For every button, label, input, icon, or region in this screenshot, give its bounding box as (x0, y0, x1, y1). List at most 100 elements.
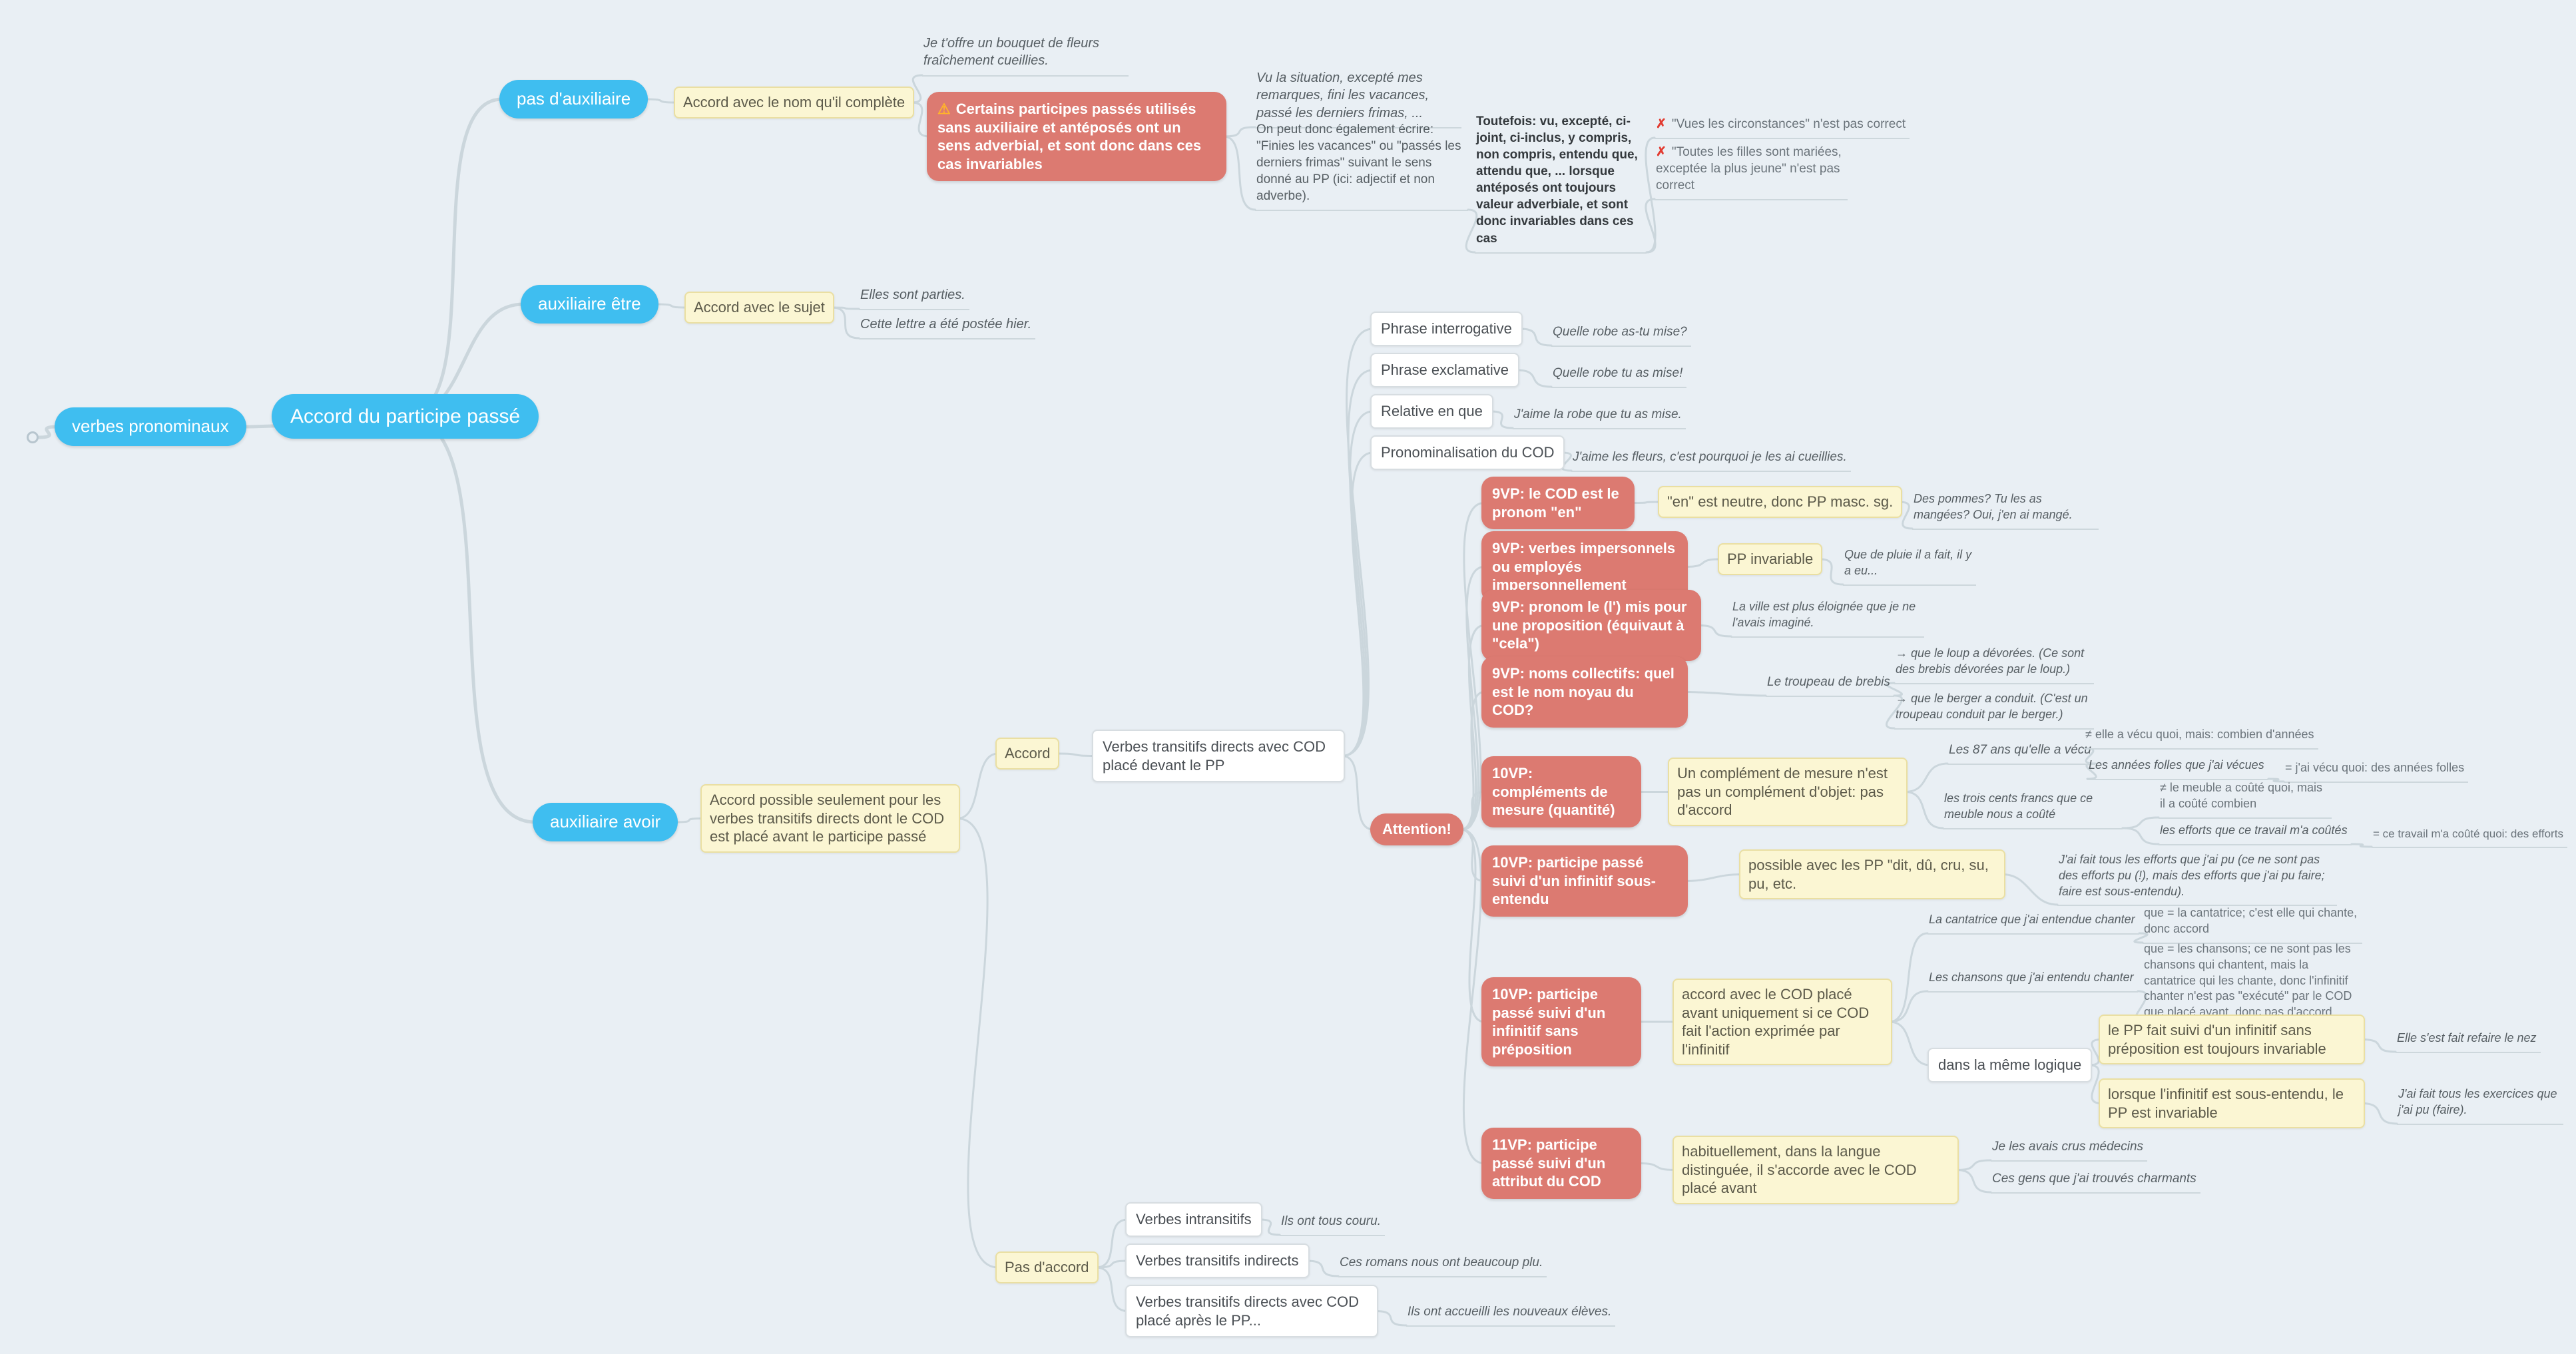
node-pp-fait-invariable[interactable]: le PP fait suivi d'un infinitif sans pré… (2099, 1015, 2365, 1064)
node-label: possible avec les PP "dit, dû, cru, su, … (1748, 857, 1989, 892)
node-attention[interactable]: Attention! (1370, 813, 1463, 845)
node-accord-avec-le-nom[interactable]: Accord avec le nom qu'il complète (674, 87, 915, 118)
node-accord-avec-le-sujet[interactable]: Accord avec le sujet (684, 292, 834, 324)
node-label: = ce travail m'a coûté quoi: des efforts (2373, 827, 2563, 840)
node-label: Vu la situation, excepté mes remarques, … (1256, 71, 1429, 120)
node-ex-ces-gens[interactable]: Ces gens que j'ai trouvés charmants (1991, 1169, 2200, 1194)
node-ex-elle-s-est-fait-refaire[interactable]: Elle s'est fait refaire le nez (2396, 1029, 2541, 1053)
node-10vp-complements-de-mesure[interactable]: 10VP: compléments de mesure (quantité) (1481, 756, 1641, 827)
node-ex-j-aime-la-robe[interactable]: J'aime la robe que tu as mise. (1513, 405, 1686, 430)
branch-connector (644, 98, 678, 104)
node-ex-ces-romans[interactable]: Ces romans nous ont beaucoup plu. (1338, 1253, 1547, 1278)
node-pas-d-accord-label[interactable]: Pas d'accord (995, 1251, 1099, 1283)
node-ex-les-trois-cents-francs[interactable]: les trois cents francs que ce meuble nou… (1943, 790, 2123, 829)
node-accord-cod-action-infinitif[interactable]: accord avec le COD placé avant uniquemen… (1673, 979, 1892, 1065)
node-accord-possible-seulement[interactable]: Accord possible seulement pour les verbe… (700, 784, 960, 853)
node-label: 9VP: verbes impersonnels ou employés imp… (1492, 540, 1676, 593)
branch-connector (1515, 369, 1553, 388)
branch-connector (1341, 755, 1374, 831)
node-ex-je-t-offre[interactable]: Je t'offre un bouquet de fleurs fraîchem… (922, 33, 1129, 77)
node-ex-la-ville[interactable]: La ville est plus éloignée que je ne l'a… (1731, 598, 1924, 638)
node-ex-les-efforts-coutes[interactable]: les efforts que ce travail m'a coûtés (2159, 821, 2352, 845)
node-label: Un complément de mesure n'est pas un com… (1677, 765, 1888, 818)
node-incorrect-vues-les-circonstances[interactable]: ✗"Vues les circonstances" n'est pas corr… (1655, 114, 1910, 140)
node-certains-participes-passes[interactable]: ⚠Certains participes passés utilisés san… (927, 92, 1226, 181)
branch-connector (1306, 1259, 1340, 1277)
node-complement-mesure-pas-accord[interactable]: Un complément de mesure n'est pas un com… (1668, 758, 1908, 826)
node-note-le-meuble-a-coute-combien[interactable]: ≠ le meuble a coûté quoi, mais il a coût… (2159, 779, 2332, 819)
node-verbes-transitifs-directs-cod-apres[interactable]: Verbes transitifs directs avec COD placé… (1125, 1285, 1378, 1337)
branch-connector (1095, 1218, 1129, 1269)
node-label: Ils ont accueilli les nouveaux élèves. (1408, 1305, 1612, 1319)
node-incorrect-toutes-les-filles[interactable]: ✗"Toutes les filles sont mariées, except… (1655, 142, 1848, 201)
branch-connector (2121, 827, 2160, 845)
branch-connector (1519, 328, 1553, 347)
node-verbes-intransitifs[interactable]: Verbes intransitifs (1125, 1202, 1262, 1237)
node-ex-les-chansons[interactable]: Les chansons que j'ai entendu chanter (1928, 969, 2138, 993)
node-label: verbes pronominaux (72, 416, 229, 436)
node-ex-quelle-robe-tu-as-mise[interactable]: Quelle robe tu as mise! (1551, 363, 1687, 389)
node-infinitif-sous-entendu-pp-invariable[interactable]: lorsque l'infinitif est sous-entendu, le… (2099, 1078, 2365, 1128)
node-auxiliaire-avoir[interactable]: auxiliaire avoir (533, 803, 678, 841)
node-ex-que-le-loup-a-devorees[interactable]: → que le loup a dévorées. (Ce sont des b… (1894, 644, 2094, 684)
node-phrase-interrogative[interactable]: Phrase interrogative (1370, 312, 1523, 346)
node-ex-la-cantatrice[interactable]: La cantatrice que j'ai entendue chanter (1928, 911, 2139, 935)
node-ex-les-87-ans[interactable]: Les 87 ans qu'elle a vécu (1947, 740, 2095, 766)
node-ex-cette-lettre[interactable]: Cette lettre a été postée hier. (859, 314, 1036, 340)
node-ex-les-annees-folles[interactable]: Les années folles que j'ai vécues (2087, 756, 2268, 780)
node-ex-ils-ont-accueilli[interactable]: Ils ont accueilli les nouveaux élèves. (1406, 1302, 1616, 1327)
node-ex-j-aime-les-fleurs[interactable]: J'aime les fleurs, c'est pourquoi je les… (1571, 447, 1851, 473)
branch-connector (1898, 501, 1914, 530)
node-ex-que-le-berger-a-conduit[interactable]: → que le berger a conduit. (C'est un tro… (1894, 690, 2094, 730)
node-auxiliaire-etre[interactable]: auxiliaire être (521, 285, 658, 324)
node-note-elle-a-vecu-combien[interactable]: ≠ elle a vécu quoi, mais: combien d'anné… (2084, 726, 2318, 750)
node-10vp-infinitif-sans-preposition[interactable]: 10VP: participe passé suivi d'un infinit… (1481, 977, 1641, 1066)
node-note-ce-travail-a-coute-quoi[interactable]: = ce travail m'a coûté quoi: des efforts (2372, 825, 2567, 849)
node-note-j-ai-vecu-quoi[interactable]: = j'ai vécu quoi: des années folles (2284, 759, 2469, 783)
node-accord-du-participe-passe[interactable]: Accord du participe passé (272, 394, 539, 439)
node-label: "en" est neutre, donc PP masc. sg. (1667, 493, 1894, 510)
node-9vp-noms-collectifs[interactable]: 9VP: noms collectifs: quel est le nom no… (1481, 656, 1688, 728)
node-ex-des-pommes[interactable]: Des pommes? Tu les as mangées? Oui, j'en… (1912, 490, 2099, 530)
node-phrase-exclamative[interactable]: Phrase exclamative (1370, 353, 1519, 387)
node-ex-elles-sont-parties[interactable]: Elles sont parties. (859, 285, 969, 311)
node-label: Pas d'accord (1005, 1259, 1089, 1275)
node-10vp-infinitif-sous-entendu[interactable]: 10VP: participe passé suivi d'un infinit… (1481, 845, 1688, 917)
node-ex-j-ai-fait-tous-les-exercices[interactable]: J'ai fait tous les exercices que j'ai pu… (2397, 1085, 2563, 1125)
node-note-toutefois[interactable]: Toutefois: vu, excepté, ci-joint, ci-inc… (1475, 112, 1647, 254)
node-pp-invariable[interactable]: PP invariable (1718, 543, 1823, 575)
branch-connector (1095, 1259, 1129, 1269)
node-relative-en-que[interactable]: Relative en que (1370, 394, 1493, 429)
node-note-que-la-cantatrice[interactable]: que = la cantatrice; c'est elle qui chan… (2143, 904, 2362, 944)
node-ex-que-de-pluie[interactable]: Que de pluie il a fait, il y a eu... (1843, 546, 1976, 586)
node-accord-label[interactable]: Accord (995, 738, 1060, 770)
node-ex-je-les-avais-crus[interactable]: Je les avais crus médecins (1991, 1137, 2148, 1162)
branch-connector (1459, 691, 1485, 831)
node-ex-le-troupeau-de-brebis[interactable]: Le troupeau de brebis (1766, 672, 1894, 698)
collapsed-branch-dot[interactable] (27, 431, 39, 443)
node-ex-ils-ont-tous-couru[interactable]: Ils ont tous couru. (1280, 1212, 1385, 1237)
node-verbes-pronominaux[interactable]: verbes pronominaux (55, 407, 246, 446)
node-label: Accord possible seulement pour les verbe… (710, 791, 945, 845)
node-ex-quelle-robe-as-tu-mise[interactable]: Quelle robe as-tu mise? (1551, 322, 1691, 347)
node-note-on-peut-ecrire[interactable]: On peut donc également écrire: "Finies l… (1255, 120, 1468, 212)
node-pronominalisation-du-cod[interactable]: Pronominalisation du COD (1370, 435, 1565, 470)
node-verbes-transitifs-indirects[interactable]: Verbes transitifs indirects (1125, 1243, 1310, 1278)
node-ex-vu-la-situation[interactable]: Vu la situation, excepté mes remarques, … (1255, 68, 1461, 129)
node-label: les trois cents francs que ce meuble nou… (1944, 791, 2093, 821)
node-pas-d-auxiliaire[interactable]: pas d'auxiliaire (499, 80, 648, 118)
node-verbes-transitifs-directs-cod-devant[interactable]: Verbes transitifs directs avec COD placé… (1092, 730, 1345, 782)
node-possible-avec-pp[interactable]: possible avec les PP "dit, dû, cru, su, … (1739, 849, 2005, 899)
node-habituellement-accord-cod-avant[interactable]: habituellement, dans la langue distingué… (1673, 1136, 1959, 1204)
branch-connector (1955, 1159, 1992, 1171)
node-en-neutre-pp-masc-sg[interactable]: "en" est neutre, donc PP masc. sg. (1658, 486, 1903, 518)
node-label: J'ai fait tous les exercices que j'ai pu… (2398, 1087, 2557, 1116)
node-9vp-cod-pronom-en[interactable]: 9VP: le COD est le pronom "en" (1481, 477, 1635, 529)
node-11vp-attribut-du-cod[interactable]: 11VP: participe passé suivi d'un attribu… (1481, 1128, 1641, 1199)
warning-icon: ⚠ (937, 101, 951, 117)
branch-connector (1818, 558, 1844, 586)
node-9vp-pronom-le-proposition[interactable]: 9VP: pronom le (l') mis pour une proposi… (1481, 590, 1701, 661)
node-dans-la-meme-logique[interactable]: dans la même logique (1928, 1048, 2093, 1082)
node-ex-j-ai-fait-tous-les-efforts[interactable]: J'ai fait tous les efforts que j'ai pu (… (2057, 851, 2337, 907)
node-label: Ces romans nous ont beaucoup plu. (1340, 1255, 1543, 1269)
